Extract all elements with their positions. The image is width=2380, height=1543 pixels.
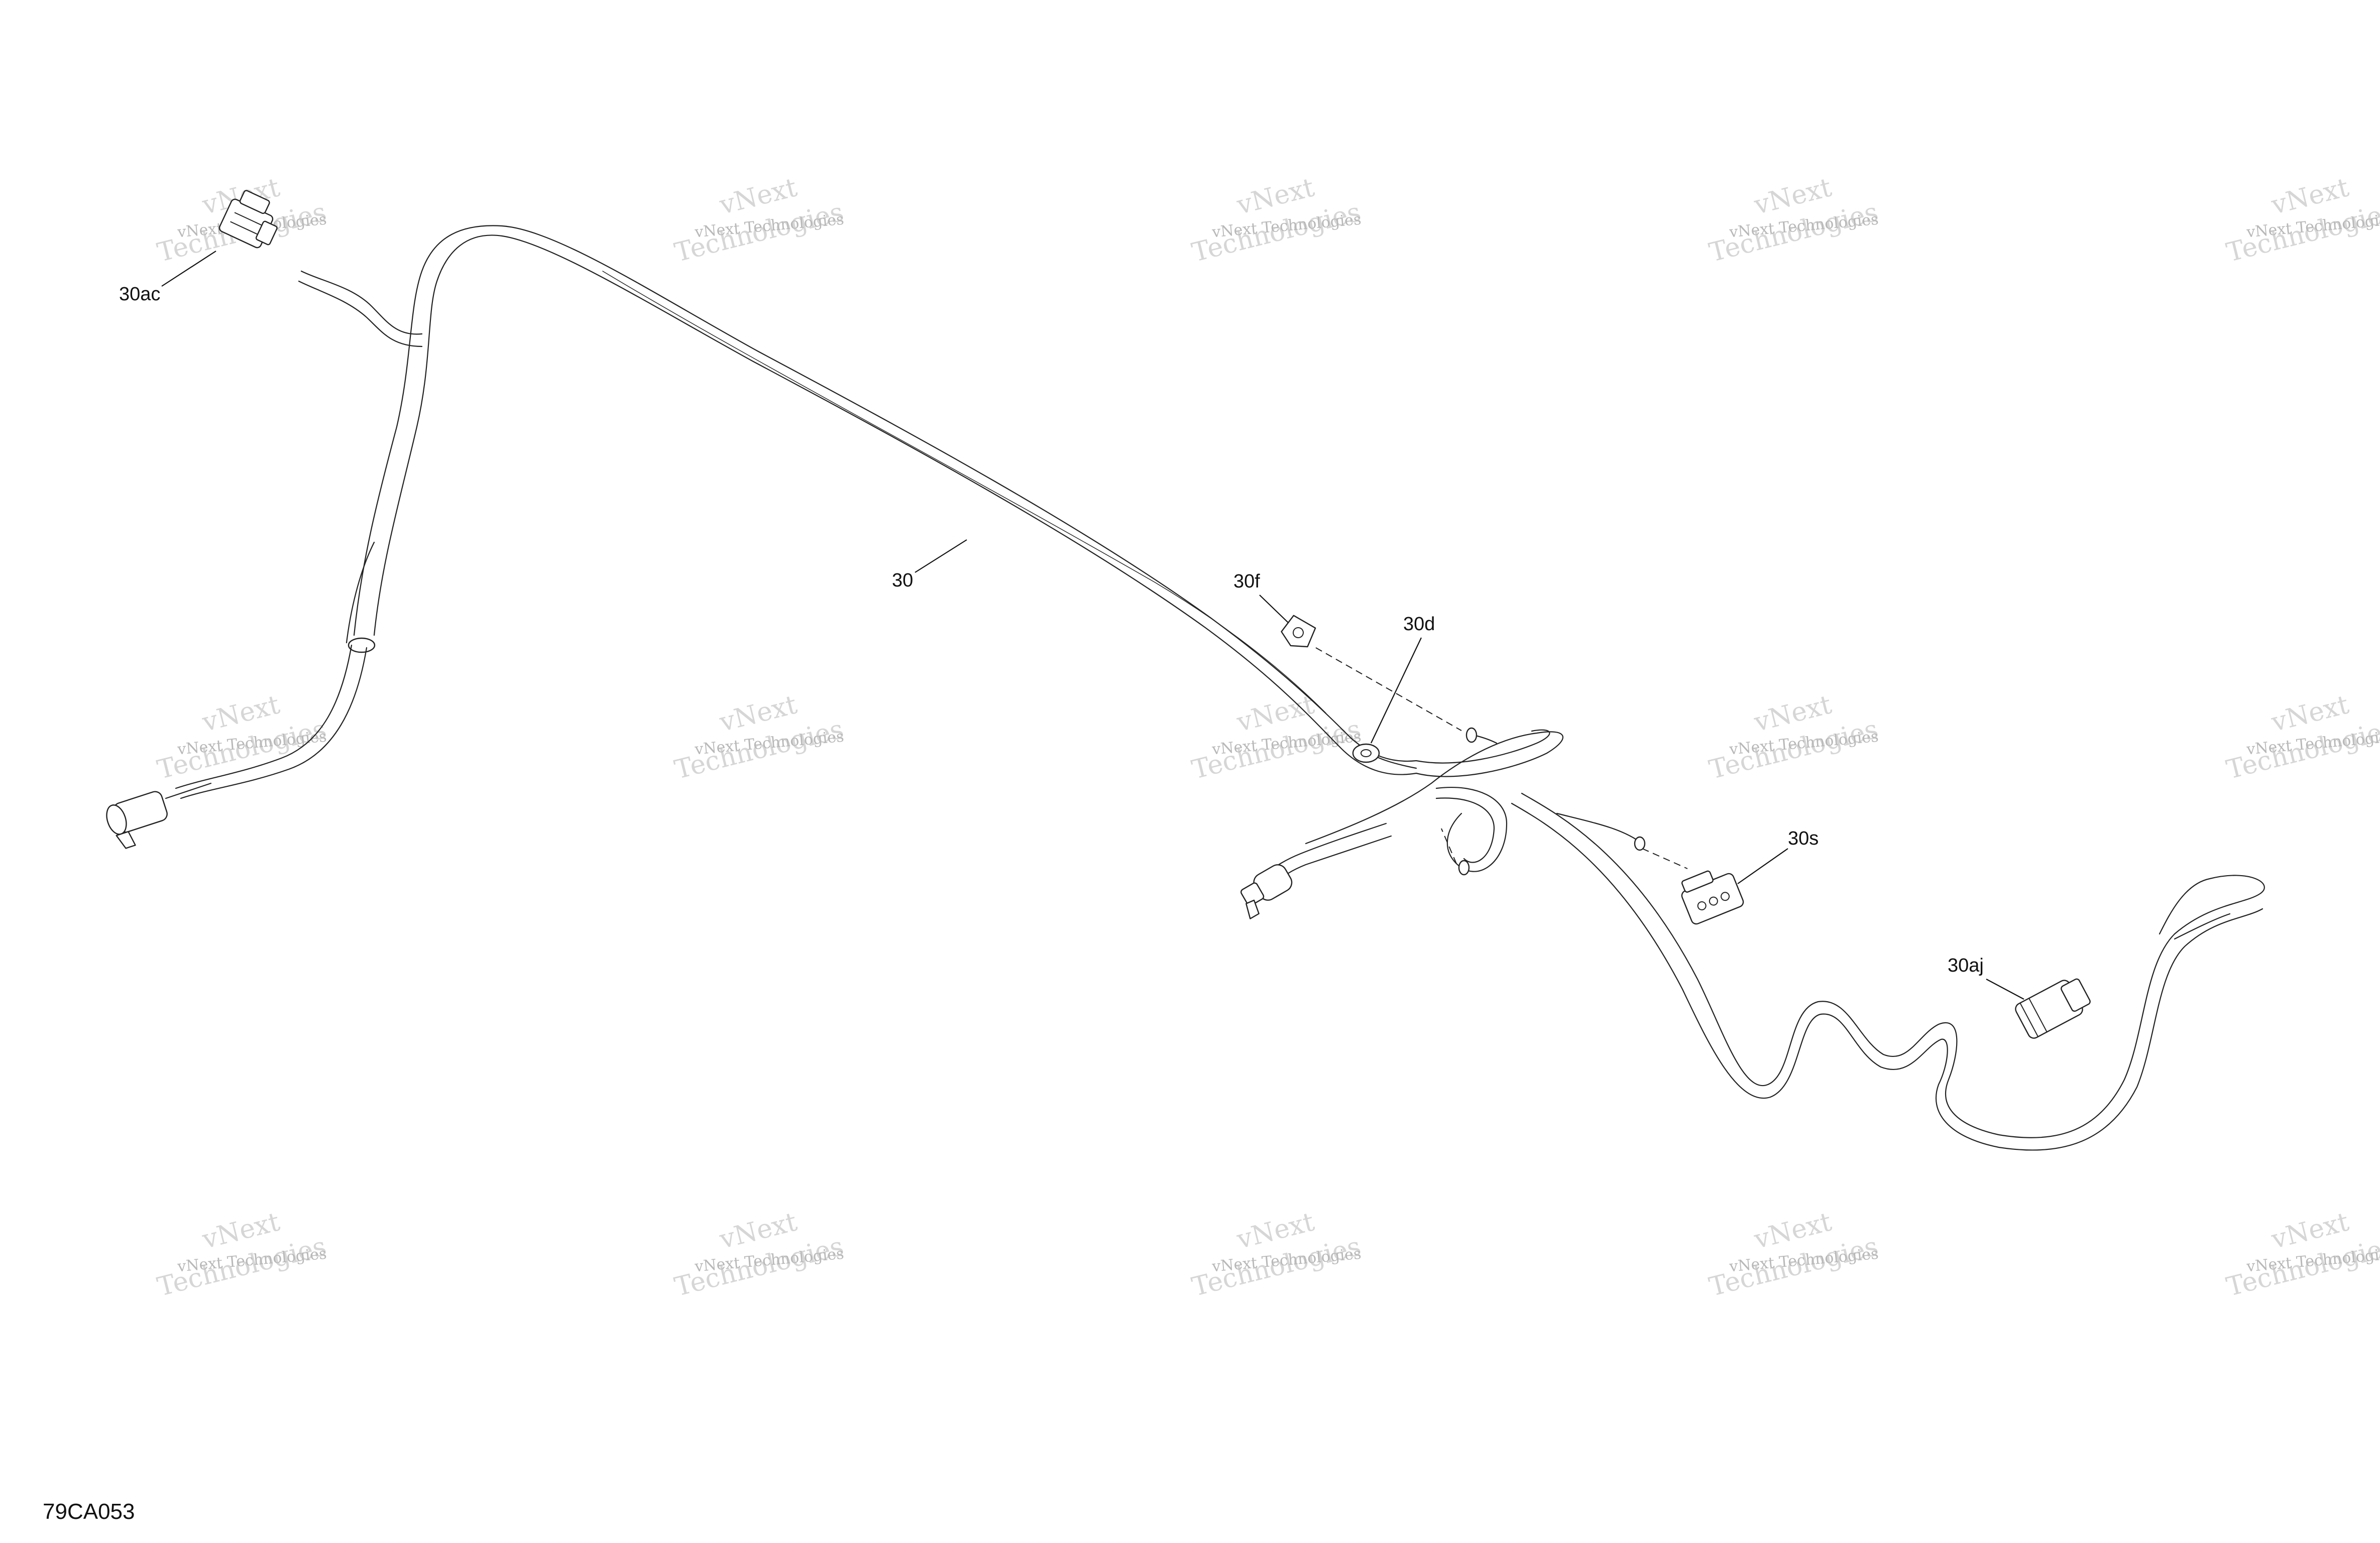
bracket-30f-icon (1281, 615, 1316, 648)
watermark: vNext Technologies vNext Technologies (671, 1207, 846, 1302)
terminal-boot-icon (1240, 864, 1293, 919)
connector-30s-icon (1681, 870, 1744, 925)
svg-text:30f: 30f (1233, 571, 1260, 592)
callout-30d: 30d (1371, 614, 1435, 744)
connector-30ac-icon (218, 190, 278, 249)
watermark: vNext Technologies vNext Technologies (1189, 1207, 1364, 1302)
svg-text:30s: 30s (1788, 828, 1819, 849)
svg-text:30ac: 30ac (119, 284, 160, 305)
watermark: vNext Technologies vNext Technologies (1189, 689, 1364, 785)
sleeve-end-icon (348, 637, 376, 653)
figure-id: 79CA053 (43, 1499, 135, 1524)
watermark: vNext Technologies vNext Technologies (154, 1207, 329, 1302)
watermark: vNext Technologies vNext Technologies (2223, 1207, 2380, 1302)
callout-30ac: 30ac (119, 251, 216, 305)
connector-30aj-icon (2015, 978, 2091, 1039)
watermark: vNext Technologies vNext Technologies (1706, 172, 1881, 268)
ring-terminal-left-icon (106, 791, 168, 849)
svg-text:30aj: 30aj (1948, 955, 1984, 976)
branch-right-long (1511, 792, 2265, 1151)
watermark-layer: vNext Technologies vNext Technologies vN… (154, 172, 2380, 1302)
assembly-line-30s (1642, 848, 1688, 869)
watermark: vNext Technologies vNext Technologies (2223, 689, 2380, 785)
branch-30ac (218, 190, 423, 347)
watermark: vNext Technologies vNext Technologies (1706, 1207, 1881, 1302)
central-junction (1240, 727, 1564, 919)
assembly-line-loop (1441, 828, 1457, 864)
branch-left-terminal (106, 644, 368, 849)
watermark: vNext Technologies vNext Technologies (2223, 172, 2380, 268)
watermark: vNext Technologies vNext Technologies (1189, 172, 1364, 268)
assembly-line-30f (1315, 647, 1462, 731)
harness-main-cable (346, 225, 1417, 775)
callout-30: 30 (892, 539, 967, 591)
watermark: vNext Technologies vNext Technologies (671, 689, 846, 785)
svg-text:30: 30 (892, 570, 913, 591)
callout-30s: 30s (1737, 828, 1819, 884)
watermark: vNext Technologies vNext Technologies (671, 172, 846, 268)
callout-30f: 30f (1233, 571, 1289, 623)
grommet-30d-icon (1352, 743, 1380, 763)
svg-text:30d: 30d (1403, 614, 1435, 635)
watermark: vNext Technologies vNext Technologies (1706, 689, 1881, 785)
callout-30aj: 30aj (1948, 955, 2024, 1000)
